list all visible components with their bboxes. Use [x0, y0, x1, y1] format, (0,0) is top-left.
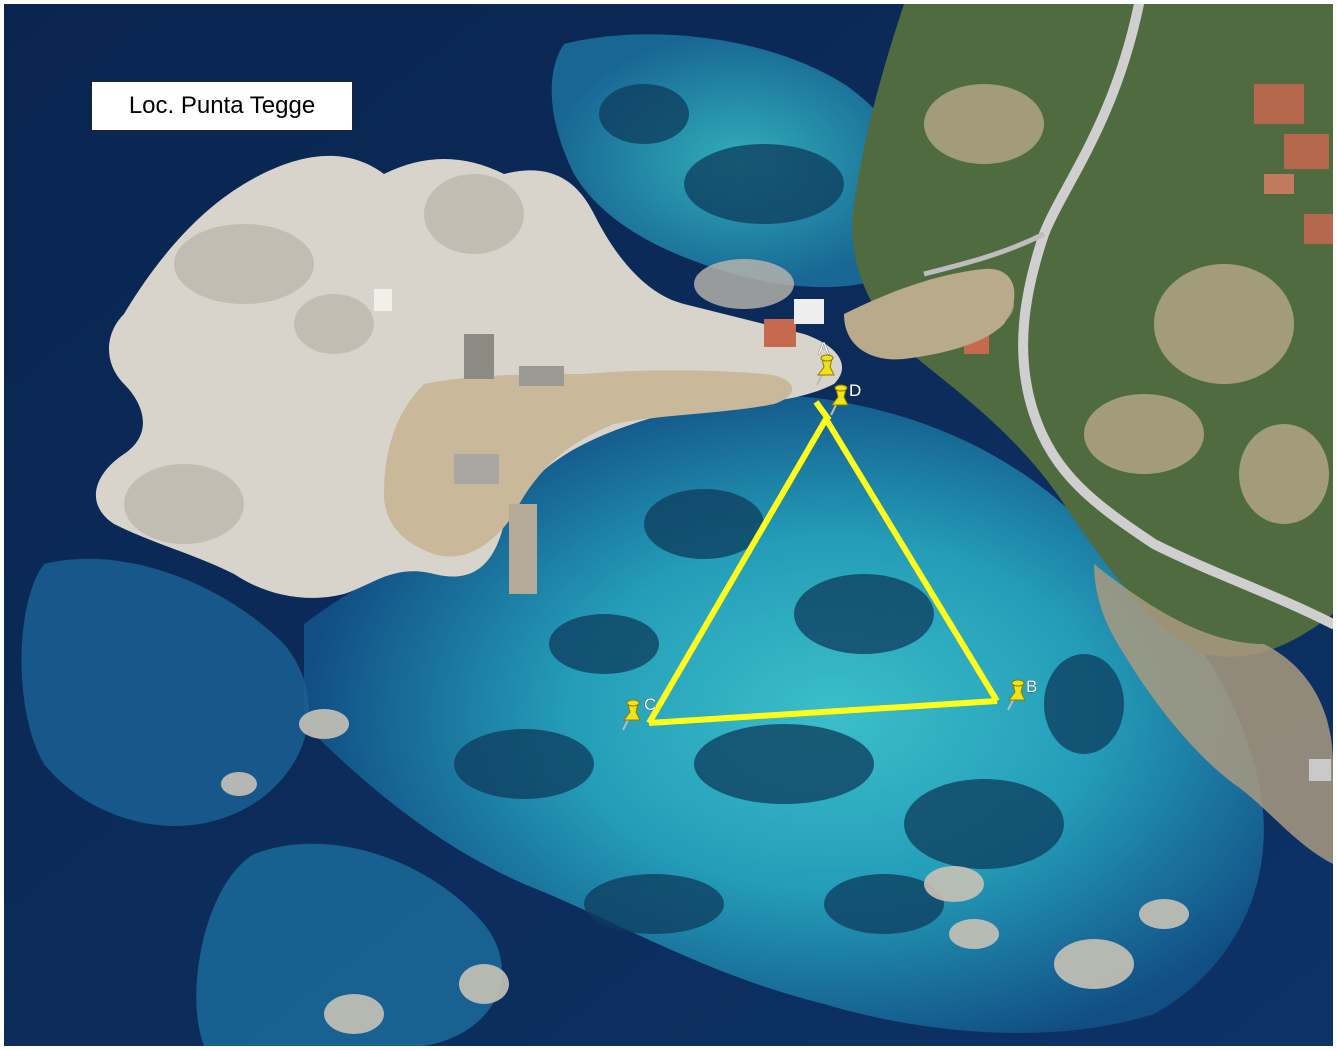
land-east [852, 4, 1333, 657]
route-triangle [646, 400, 1000, 726]
pushpin-needle-icon [1007, 699, 1014, 711]
satellite-map[interactable]: A D B C [4, 4, 1333, 1046]
pushpin-label: B [1026, 677, 1037, 696]
pushpin-needle-icon [830, 404, 837, 416]
shallow-water-south [196, 843, 502, 1046]
route-segment-B-C [648, 698, 998, 726]
rocks-east-coast [1094, 564, 1333, 864]
pushpin-head-icon [834, 384, 848, 392]
pushpin-c-marker[interactable]: C [622, 695, 657, 731]
road-branch [923, 231, 1046, 277]
pushpin-head-icon [820, 354, 834, 362]
road [1018, 4, 1333, 629]
buildings-northeast [1254, 84, 1333, 244]
rock-details [124, 174, 794, 544]
pushpin-label: D [849, 381, 861, 400]
route-segment-C-D [646, 417, 829, 725]
pushpin-head-icon [626, 699, 640, 707]
map-frame: A D B C Loc. Punta Tegge [4, 4, 1333, 1046]
seagrass-patches [454, 84, 1124, 934]
shallow-water-west [21, 558, 309, 826]
buildings-peninsula [374, 289, 1331, 781]
pushpin-d-marker[interactable]: D [830, 381, 862, 416]
pushpin-label: A [818, 339, 830, 358]
parking-area [844, 268, 1015, 360]
map-pins: A D B C [622, 339, 1038, 731]
rock-islets [221, 709, 1189, 1034]
route-segment-tail [813, 400, 832, 422]
pushpin-needle-icon [622, 719, 629, 731]
pushpin-label: C [644, 695, 656, 714]
pushpin-needle-icon [816, 374, 823, 386]
sandy-area [384, 370, 793, 557]
pushpin-a-marker[interactable]: A [816, 339, 835, 386]
pushpin-head-icon [1011, 679, 1025, 687]
pushpin-b-marker[interactable]: B [1007, 677, 1038, 711]
route-segment-D-B [823, 417, 1000, 703]
location-label: Loc. Punta Tegge [91, 81, 353, 131]
